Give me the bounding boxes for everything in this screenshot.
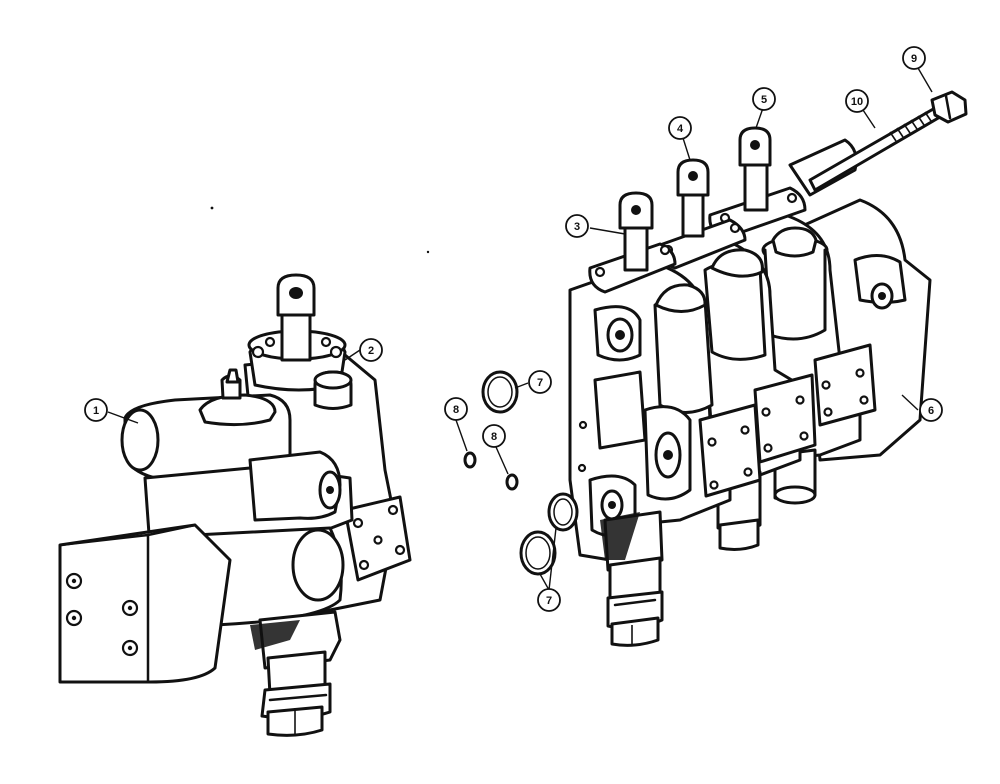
svg-text:6: 6: [928, 405, 934, 417]
callout-7-lower: 7: [537, 588, 561, 612]
o-rings: [463, 370, 579, 576]
callout-1: 1: [84, 398, 108, 422]
callout-5: 5: [752, 87, 776, 111]
svg-text:7: 7: [546, 595, 552, 607]
svg-text:9: 9: [911, 53, 917, 65]
leader-lines: [107, 67, 933, 591]
svg-text:4: 4: [677, 123, 684, 135]
svg-text:1: 1: [93, 405, 99, 417]
svg-text:8: 8: [453, 404, 459, 416]
callout-10: 10: [845, 89, 869, 113]
svg-text:8: 8: [491, 431, 497, 443]
svg-text:5: 5: [761, 94, 767, 106]
callout-3: 3: [565, 214, 589, 238]
o-ring-8-left: [463, 451, 477, 469]
callout-6: 6: [919, 398, 943, 422]
callout-8-left: 8: [444, 397, 468, 421]
callout-8-right: 8: [482, 424, 506, 448]
callout-7-upper: 7: [528, 370, 552, 394]
three-spool-valve-assembly: [568, 90, 968, 647]
print-speck: [426, 250, 430, 254]
svg-text:2: 2: [368, 345, 374, 357]
svg-text:7: 7: [537, 377, 543, 389]
callout-4: 4: [668, 116, 692, 140]
callout-9: 9: [902, 46, 926, 70]
svg-text:10: 10: [851, 96, 863, 108]
callout-2: 2: [359, 338, 383, 362]
single-spool-valve-assembly: [58, 273, 412, 737]
print-speck: [210, 206, 214, 210]
svg-text:3: 3: [574, 221, 580, 233]
o-ring-8-right: [505, 473, 519, 491]
